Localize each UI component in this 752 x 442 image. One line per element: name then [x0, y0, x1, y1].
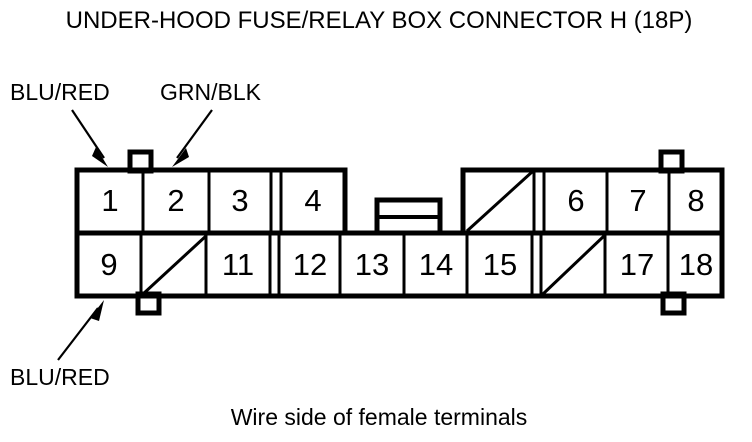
pin-cell-2: 2 — [167, 183, 184, 218]
pin-cell-1: 1 — [101, 183, 118, 218]
pin-cell-13: 13 — [355, 247, 389, 282]
pin-cell-17: 17 — [620, 247, 654, 282]
pin-cell-9: 9 — [100, 247, 117, 282]
pin-cell-7: 7 — [629, 183, 646, 218]
pin-cell-8: 8 — [687, 183, 704, 218]
leader-arrow-blu-red-top — [71, 109, 108, 167]
top-row-dividers — [141, 170, 671, 233]
pin-cell-5-blank-diagonal — [465, 170, 534, 233]
center-keyway — [374, 197, 443, 236]
pin-cell-3: 3 — [231, 183, 248, 218]
pin-cell-16-blank-diagonal — [541, 234, 606, 296]
wire-label-grn-blk-top: GRN/BLK — [160, 79, 262, 105]
pin-cell-10-blank-diagonal — [141, 234, 208, 296]
diagram-caption: Wire side of female terminals — [231, 404, 528, 430]
leader-arrow-grn-blk-top — [172, 109, 213, 167]
bottom-row-dividers — [139, 233, 670, 296]
pin-cell-4: 4 — [304, 183, 321, 218]
pin-cell-14: 14 — [419, 247, 453, 282]
wire-label-blu-red-top: BLU/RED — [10, 79, 110, 105]
pin-cell-6: 6 — [567, 183, 584, 218]
pin-cell-18: 18 — [679, 247, 713, 282]
pin-cell-12: 12 — [293, 247, 327, 282]
pin-cell-11: 11 — [222, 247, 254, 282]
leader-arrow-blu-red-bottom — [57, 300, 104, 361]
page-title: UNDER-HOOD FUSE/RELAY BOX CONNECTOR H (1… — [66, 7, 693, 34]
pin-cell-15: 15 — [483, 247, 517, 282]
wire-label-blu-red-bottom: BLU/RED — [10, 364, 110, 390]
